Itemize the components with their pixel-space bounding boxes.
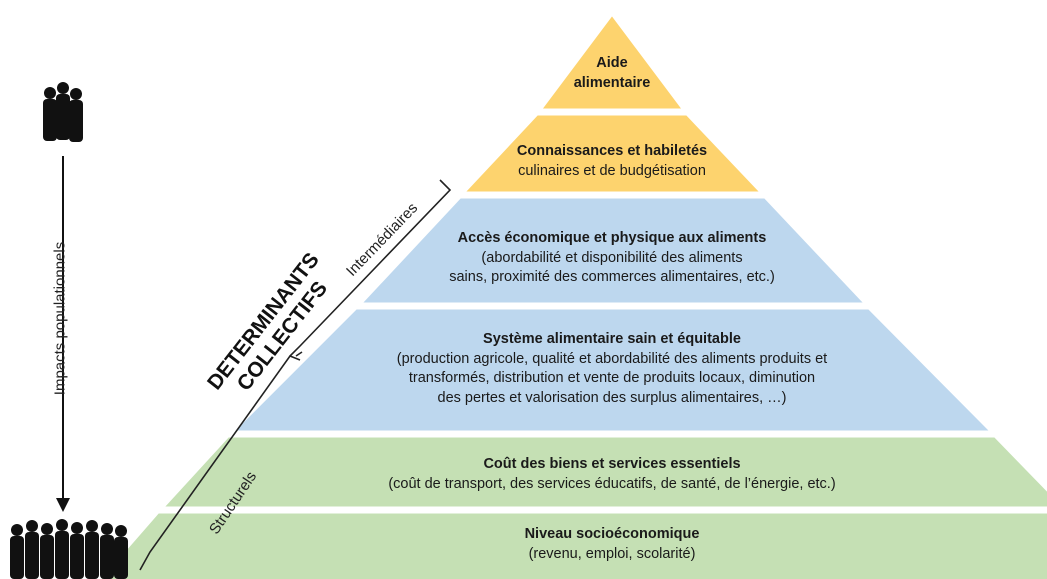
tier-title: Niveau socioéconomique <box>524 526 700 542</box>
tier-aide-alimentaire-text: Aide alimentaire <box>532 54 692 93</box>
tier-cout-biens-text: Coût des biens et services essentiels (c… <box>342 455 882 494</box>
tier-description: (production agricole, qualité et abordab… <box>396 350 828 367</box>
tier-description: (abordabilité et disponibilité des alime… <box>481 249 743 266</box>
tier-description-line3: des pertes et valorisation des surplus a… <box>437 389 787 406</box>
tier-connaissances-band <box>459 112 766 195</box>
people-group-small-icon <box>43 82 83 142</box>
structurels-bracket <box>139 355 301 571</box>
people-group-large-icon <box>10 519 128 579</box>
impacts-populationnels-label: Impacts populationnels <box>51 241 69 396</box>
tier-systeme-alimentaire-band <box>228 306 996 434</box>
tier-title: Aide <box>596 55 628 71</box>
tier-cout-biens-band <box>158 434 1047 510</box>
tier-title: Connaissances et habiletés <box>516 143 708 159</box>
intermediaires-bracket-tick <box>295 351 303 357</box>
tier-description: (coût de transport, des services éducati… <box>388 475 836 492</box>
tier-description-line2: transformés, distribution et vente de pr… <box>408 370 816 387</box>
tier-acces-economique-text: Accès économique et physique aux aliment… <box>412 229 812 288</box>
tier-acces-economique-band <box>356 195 870 306</box>
tier-title-line2: alimentaire <box>573 74 651 91</box>
tier-title: Accès économique et physique aux aliment… <box>457 230 767 246</box>
tier-title: Coût des biens et services essentiels <box>483 456 741 472</box>
tier-niveau-socioeconomique-text: Niveau socioéconomique (revenu, emploi, … <box>442 525 782 564</box>
tier-title: Système alimentaire sain et équitable <box>483 331 741 347</box>
tier-aide-alimentaire-band <box>537 11 687 112</box>
tier-connaissances-text: Connaissances et habiletés culinaires et… <box>462 142 762 181</box>
tier-description-line2: sains, proximité des commerces alimentai… <box>449 269 775 286</box>
tier-systeme-alimentaire-text: Système alimentaire sain et équitable (p… <box>342 330 882 408</box>
impacts-arrow-head <box>56 498 70 512</box>
intermediaires-bracket <box>289 179 452 357</box>
tier-description: culinaires et de budgétisation <box>518 162 706 179</box>
tier-description: (revenu, emploi, scolarité) <box>528 545 696 562</box>
